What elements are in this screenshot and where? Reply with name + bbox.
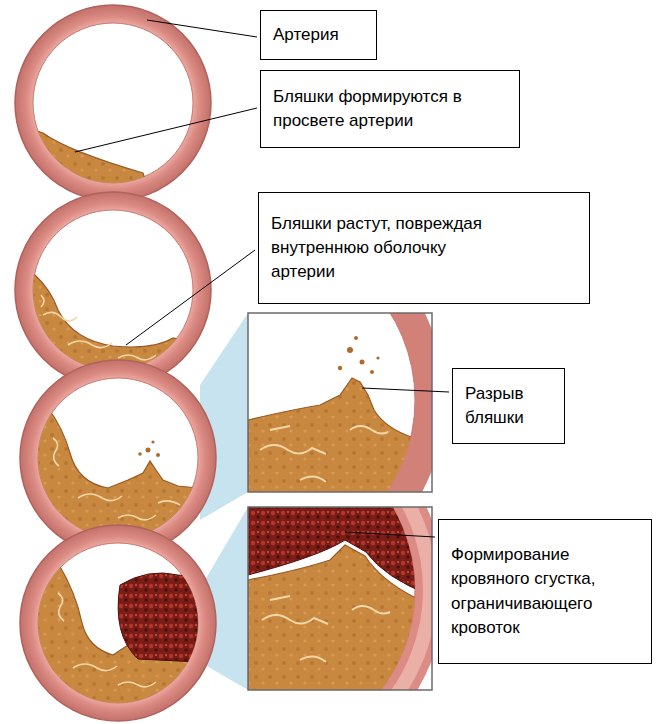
artery-wall xyxy=(248,313,432,492)
callout-text: Бляшки формируются в просвете артерии xyxy=(273,85,507,133)
callout-box: Артерия xyxy=(260,10,377,60)
plaque xyxy=(248,545,432,690)
plaque-streak xyxy=(41,295,156,360)
plaque-streak xyxy=(53,438,180,520)
plaque-streak xyxy=(260,426,388,482)
inset-frame xyxy=(248,507,432,690)
zoom-inset-content xyxy=(248,313,432,492)
inset-frame xyxy=(248,313,432,492)
plaque-streak xyxy=(262,596,390,662)
zoom-inset-content xyxy=(248,507,432,690)
plaque-particles xyxy=(138,440,160,457)
leader-line xyxy=(126,250,255,345)
artery-cross-section xyxy=(18,525,218,723)
callout-text: Разрыв бляшки xyxy=(465,382,552,430)
leader-line xyxy=(362,388,449,392)
callout-text: Артерия xyxy=(273,23,364,47)
plaque xyxy=(13,123,153,203)
leader-line xyxy=(345,532,435,537)
leader-line xyxy=(75,108,257,152)
callout-box: Бляшки формируются в просвете артерии xyxy=(260,70,520,148)
plaque xyxy=(18,553,218,723)
blood-clot xyxy=(118,573,218,663)
callout-box: Формирование кровяного сгустка, ограничи… xyxy=(438,519,652,664)
callout-box: Бляшки растут, повреждая внутреннюю обол… xyxy=(258,192,590,304)
callout-box: Разрыв бляшки xyxy=(452,368,565,444)
plaque xyxy=(248,378,432,492)
callout-text: Бляшки растут, повреждая внутреннюю обол… xyxy=(271,212,506,284)
artery-cross-section xyxy=(13,5,211,203)
artery-wall xyxy=(248,507,432,690)
plaque-particles xyxy=(338,336,380,374)
leader-line xyxy=(147,20,257,37)
callout-text: Формирование кровяного сгустка, ограничи… xyxy=(451,543,639,640)
